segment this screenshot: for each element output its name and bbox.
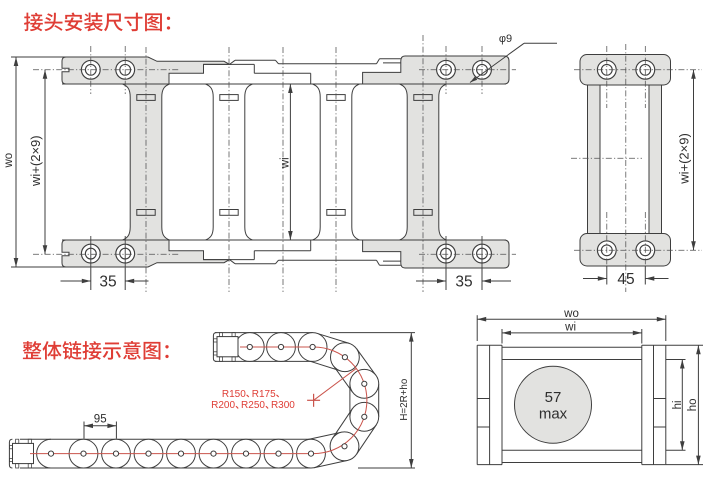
svg-text:H=2R+ho: H=2R+ho bbox=[399, 378, 410, 420]
svg-text:57: 57 bbox=[545, 389, 562, 406]
svg-text:R200: R200 bbox=[211, 400, 235, 411]
svg-text:wi: wi bbox=[279, 157, 291, 169]
svg-text:wi+(2×9): wi+(2×9) bbox=[28, 135, 43, 187]
svg-text:φ9: φ9 bbox=[499, 33, 512, 45]
svg-text:45: 45 bbox=[617, 271, 634, 288]
svg-text:wi+(2×9): wi+(2×9) bbox=[677, 133, 692, 185]
svg-text:R150: R150 bbox=[222, 389, 246, 400]
svg-text:ho: ho bbox=[687, 399, 699, 412]
svg-text:95: 95 bbox=[94, 414, 107, 426]
svg-text:hi: hi bbox=[672, 400, 684, 409]
svg-text:35: 35 bbox=[455, 273, 472, 290]
svg-text:wi: wi bbox=[564, 322, 576, 334]
svg-text:R250: R250 bbox=[241, 400, 265, 411]
svg-text:R300: R300 bbox=[271, 400, 295, 411]
svg-text:wo: wo bbox=[3, 153, 15, 169]
svg-text:wo: wo bbox=[563, 308, 579, 320]
svg-text:R175: R175 bbox=[252, 389, 276, 400]
svg-text:35: 35 bbox=[99, 273, 116, 290]
svg-text:max: max bbox=[539, 406, 568, 423]
